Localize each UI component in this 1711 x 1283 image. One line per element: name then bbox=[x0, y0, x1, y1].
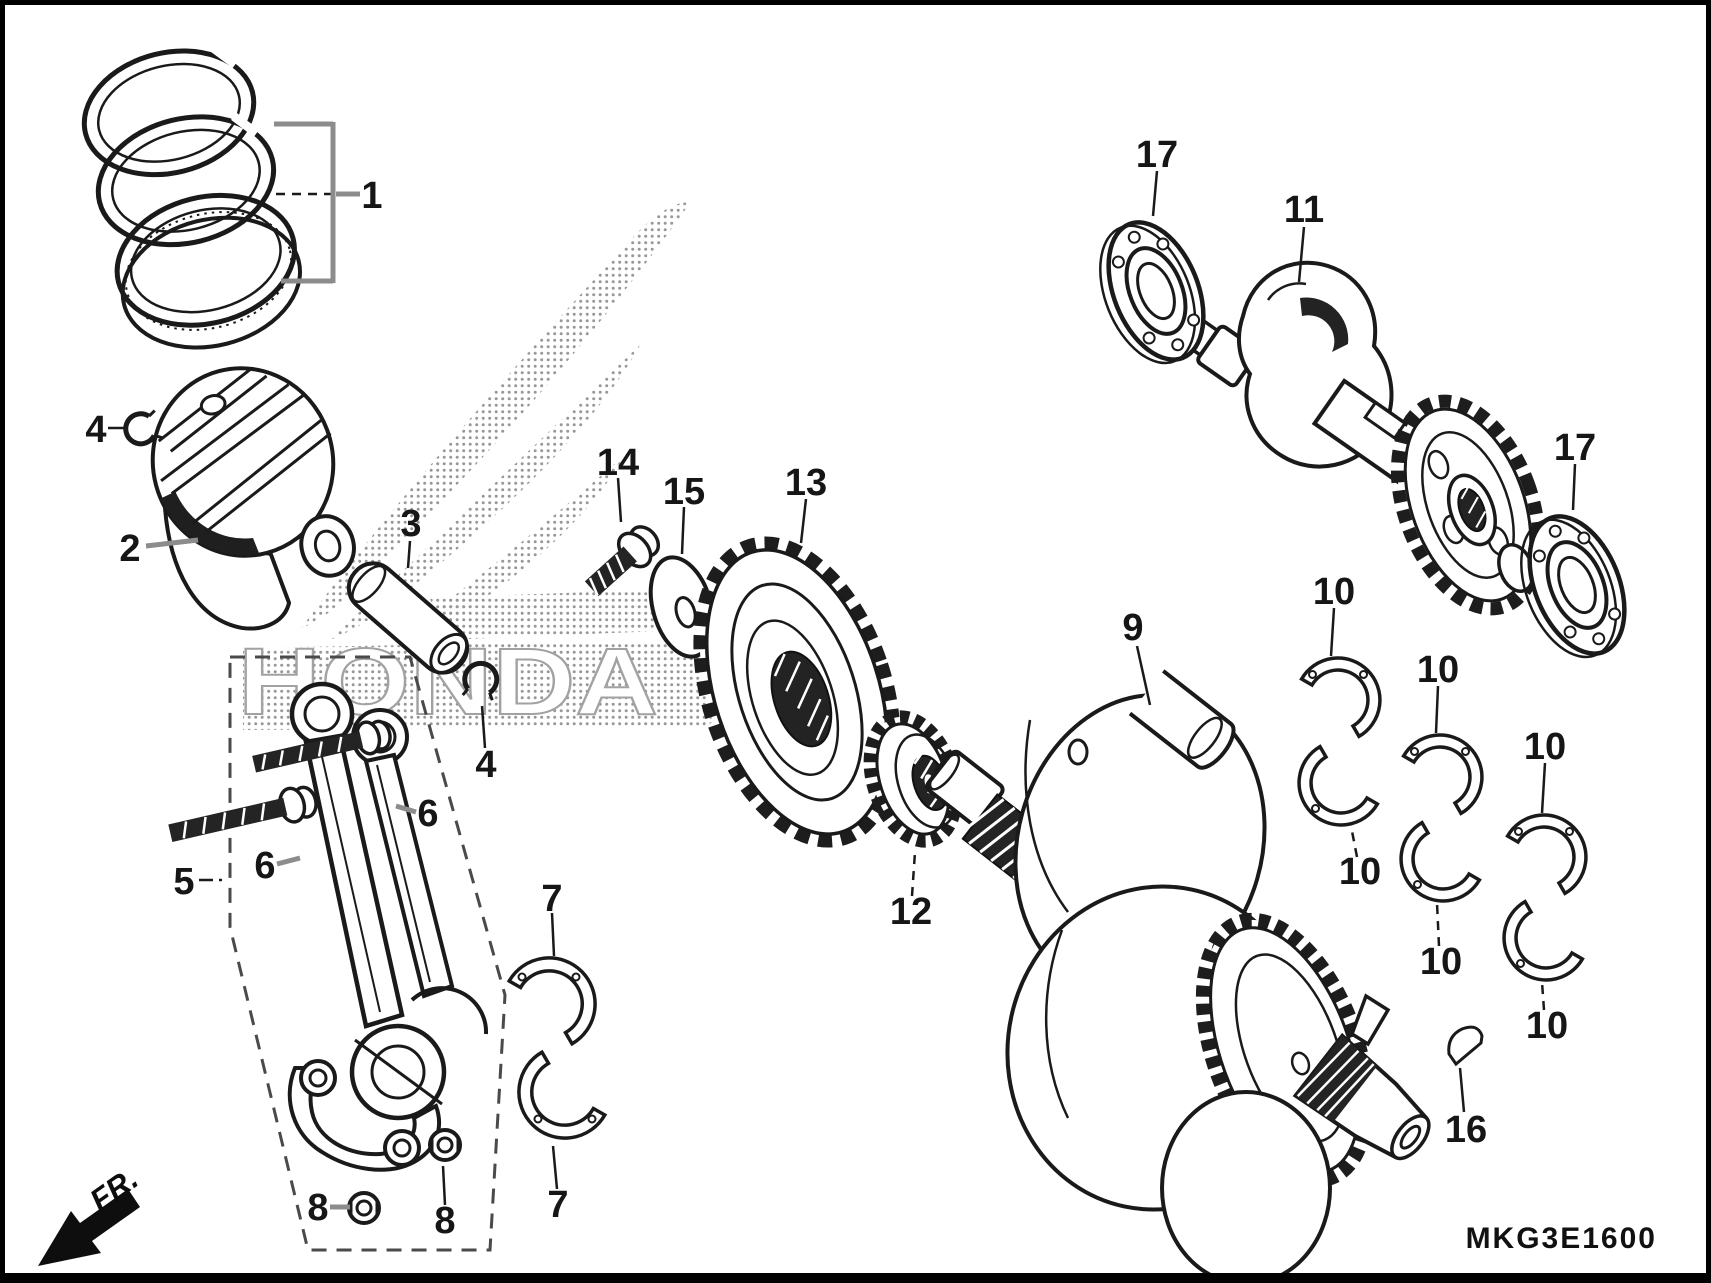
callout-10: 10 bbox=[1339, 851, 1381, 893]
main-bearing-half bbox=[1401, 733, 1484, 816]
callout-7: 7 bbox=[541, 878, 562, 920]
conrod-kit-dashed-box bbox=[228, 655, 507, 1252]
fr-arrow-icon bbox=[38, 1189, 140, 1266]
balancer-shaft bbox=[1175, 260, 1546, 616]
callout-leader-6 bbox=[395, 803, 417, 815]
diagram-code: MKG3E1600 bbox=[1466, 1222, 1657, 1255]
rod-bolt bbox=[168, 785, 318, 843]
callout-2: 2 bbox=[119, 528, 140, 570]
callout-leader-6 bbox=[276, 855, 301, 867]
honda-wing-watermark: HONDA bbox=[237, 202, 783, 736]
callout-leader-13 bbox=[799, 498, 808, 544]
callout-leader-10 bbox=[1540, 762, 1547, 814]
piston-pin bbox=[346, 561, 470, 675]
callout-leader-9 bbox=[1135, 645, 1152, 706]
ball-bearing bbox=[1099, 220, 1206, 365]
piston-pin-clip bbox=[461, 660, 500, 701]
border-bottom-bar bbox=[0, 1273, 1711, 1283]
piston bbox=[150, 366, 356, 631]
callout-9: 9 bbox=[1122, 607, 1143, 649]
rod-bolt bbox=[252, 719, 392, 773]
callout-leader-17 bbox=[1151, 170, 1159, 217]
callout-leader-10 bbox=[1435, 902, 1441, 947]
callout-10: 10 bbox=[1420, 941, 1462, 983]
primary-driven-gear bbox=[693, 536, 901, 848]
callout-4: 4 bbox=[85, 409, 106, 451]
rod-nut bbox=[347, 1191, 381, 1225]
callout-6: 6 bbox=[417, 793, 438, 835]
callout-leader-11 bbox=[1297, 226, 1306, 283]
callout-leader-7 bbox=[551, 1145, 559, 1190]
callout-17: 17 bbox=[1136, 134, 1178, 176]
callout-12: 12 bbox=[890, 891, 932, 933]
rod-nut bbox=[428, 1128, 462, 1162]
callout-leader-10 bbox=[1540, 981, 1546, 1011]
callout-leader-15 bbox=[680, 506, 686, 555]
callout-11: 11 bbox=[1284, 189, 1324, 231]
callout-15: 15 bbox=[663, 471, 705, 513]
callout-leader-16 bbox=[1458, 1067, 1466, 1113]
callout-6: 6 bbox=[254, 845, 275, 887]
rod-bearing-half bbox=[517, 1049, 608, 1140]
watermark-text: HONDA bbox=[238, 629, 658, 735]
callout-10: 10 bbox=[1417, 649, 1459, 691]
main-bearing-half bbox=[1502, 899, 1585, 982]
ball-bearing bbox=[1520, 514, 1627, 659]
callout-8: 8 bbox=[307, 1187, 328, 1229]
callout-leader-4 bbox=[480, 705, 487, 749]
callout-leader-8 bbox=[441, 1165, 447, 1206]
main-bearing-half bbox=[1399, 820, 1482, 903]
rod-bearing-half bbox=[506, 956, 597, 1047]
callout-leader-17 bbox=[1571, 463, 1577, 511]
callout-10: 10 bbox=[1526, 1005, 1568, 1047]
callout-leader-3 bbox=[406, 540, 412, 569]
callout-13: 13 bbox=[785, 462, 827, 504]
piston-ring-set bbox=[81, 43, 303, 350]
callout-leader-10 bbox=[1434, 685, 1440, 734]
callout-leader-10 bbox=[1329, 607, 1336, 657]
flange-bolt bbox=[584, 525, 661, 597]
callout-8: 8 bbox=[434, 1200, 455, 1242]
callout-1: 1 bbox=[361, 175, 382, 217]
callout-4: 4 bbox=[475, 744, 496, 786]
callout-5: 5 bbox=[173, 861, 194, 903]
piston-pin-clip bbox=[123, 409, 163, 447]
crankshaft bbox=[925, 669, 1431, 1283]
main-bearing-half bbox=[1297, 744, 1380, 827]
main-bearing-half bbox=[1505, 813, 1588, 896]
callout-leader-12 bbox=[910, 851, 917, 897]
callout-10: 10 bbox=[1524, 726, 1566, 768]
callout-leader-10 bbox=[1349, 825, 1359, 858]
callout-14: 14 bbox=[597, 442, 639, 484]
callout-10: 10 bbox=[1313, 571, 1355, 613]
callout-leader-7 bbox=[550, 912, 556, 957]
callout-16: 16 bbox=[1445, 1109, 1487, 1151]
main-bearing-half bbox=[1299, 656, 1382, 739]
callout-leader-2 bbox=[145, 537, 199, 549]
callout-7: 7 bbox=[547, 1184, 568, 1226]
callout-17: 17 bbox=[1554, 427, 1596, 469]
woodruff-key bbox=[1447, 1025, 1484, 1067]
callout-leader-14 bbox=[616, 477, 623, 523]
callout-3: 3 bbox=[400, 503, 421, 545]
